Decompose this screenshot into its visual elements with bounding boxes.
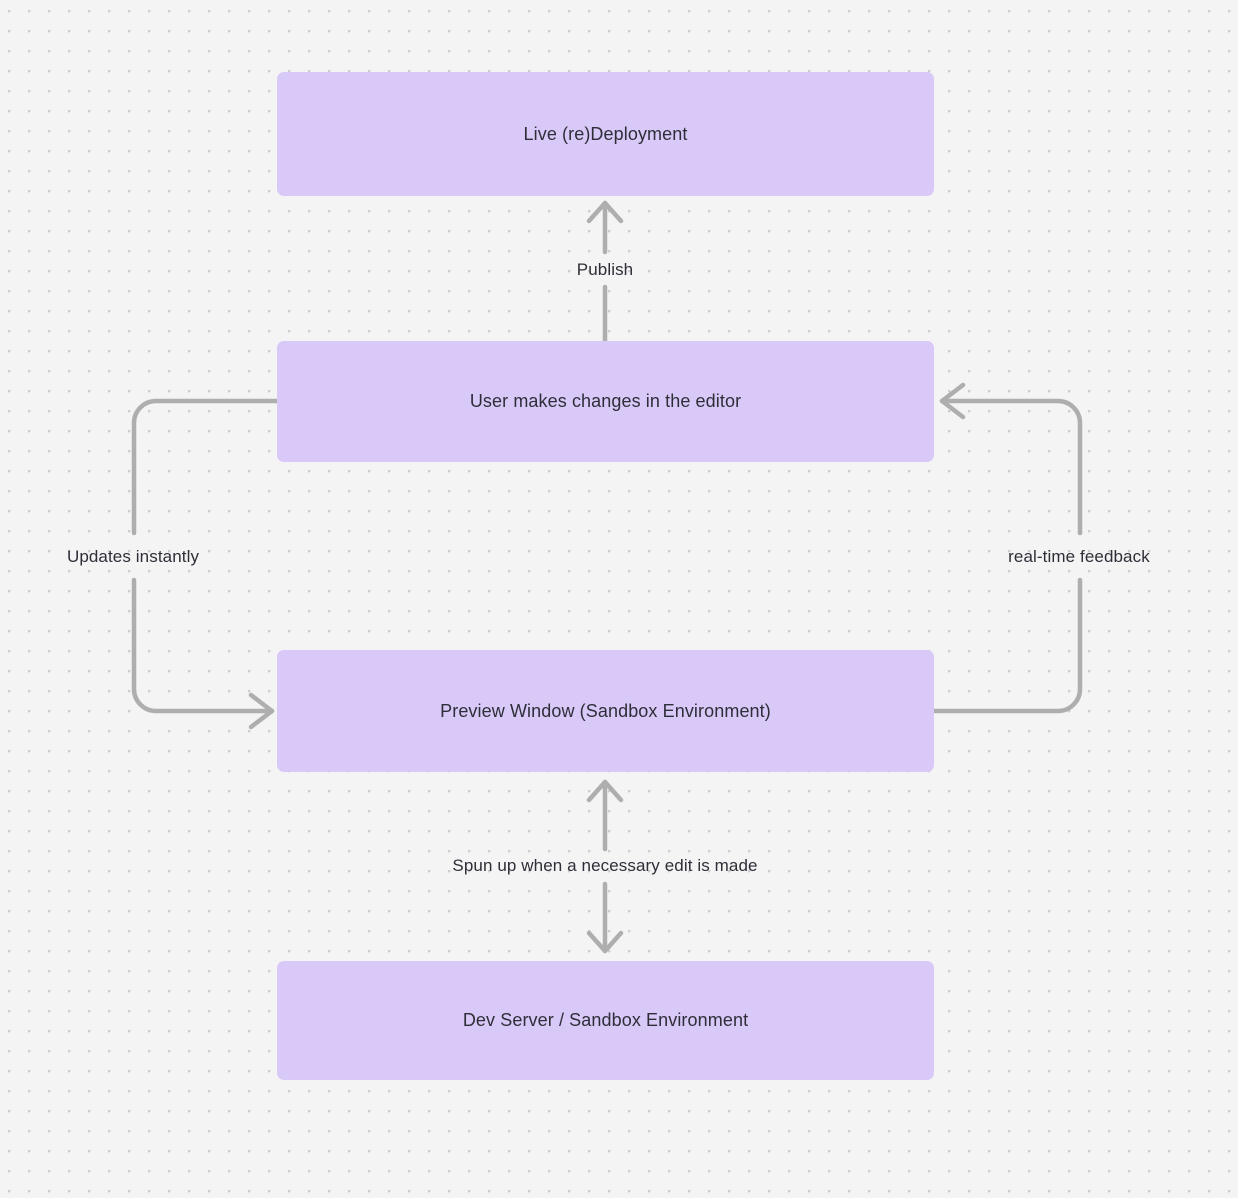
node-label: Preview Window (Sandbox Environment) (440, 700, 771, 721)
node-label: Dev Server / Sandbox Environment (462, 1010, 749, 1031)
node-preview-window[interactable]: Preview Window (Sandbox Environment) (277, 650, 934, 772)
edge-label-real-time-feedback: real-time feedback (1008, 546, 1150, 566)
node-label: User makes changes in the editor (469, 391, 742, 412)
node-user-edits[interactable]: User makes changes in the editor (277, 341, 934, 462)
node-label: Live (re)Deployment (523, 123, 688, 144)
edge-label-updates-instantly: Updates instantly (66, 546, 200, 566)
node-dev-server[interactable]: Dev Server / Sandbox Environment (277, 961, 934, 1080)
edge-label-publish: Publish (576, 259, 634, 279)
node-live-deployment[interactable]: Live (re)Deployment (277, 72, 934, 196)
edge-label-spun-up: Spun up when a necessary edit is made (452, 855, 758, 875)
